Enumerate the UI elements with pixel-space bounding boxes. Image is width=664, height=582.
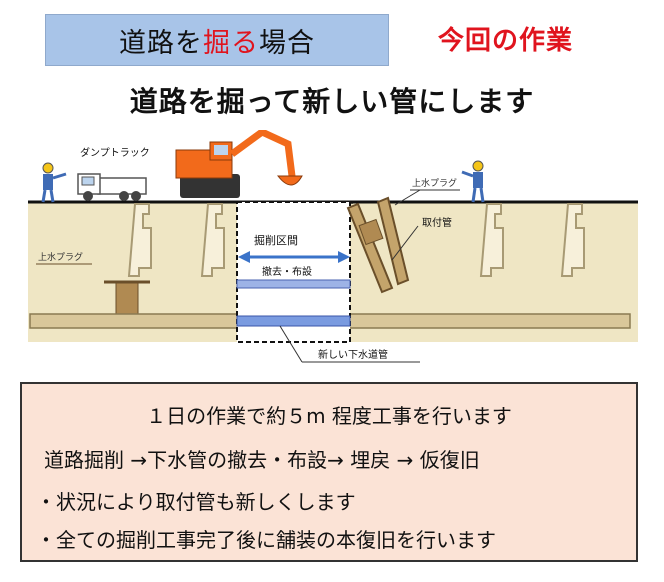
current-work-label: 今回の作業 xyxy=(438,26,574,56)
connection-pipe-label: 取付管 xyxy=(422,216,452,229)
info-line-daily: １日の作業で約５m 程度工事を行います xyxy=(146,404,512,428)
info-line-steps: 道路掘削 →下水管の撤去・布設→ 埋戻 → 仮復旧 xyxy=(44,448,480,472)
worker-right-icon xyxy=(461,160,485,203)
new-sewer-label: 新しい下水道管 xyxy=(318,348,388,361)
info-line-restoration: ・全ての掘削工事完了後に舗装の本復旧を行います xyxy=(36,528,496,552)
new-pipe-upper xyxy=(236,279,351,289)
title-pre: 道路を xyxy=(119,27,203,59)
title-highlight: 掘る xyxy=(203,27,259,59)
foundation-left xyxy=(127,203,225,277)
title-post: 場合 xyxy=(259,27,315,59)
section-title: 道路を掘る場合 xyxy=(45,14,389,66)
plug-label-right: 上水プラグ xyxy=(412,177,457,189)
remove-install-label: 撤去・布設 xyxy=(262,265,312,278)
plug-label-left: 上水プラグ xyxy=(38,251,83,263)
new-pipe-lower xyxy=(236,315,351,327)
truck-label: ダンプトラック xyxy=(80,146,150,159)
excavation-label: 掘削区間 xyxy=(254,233,298,247)
water-plug-right xyxy=(358,218,384,246)
foundation-right xyxy=(479,203,585,277)
info-line-connection: ・状況により取付管も新しくします xyxy=(36,490,356,514)
page-subtitle: 道路を掘って新しい管にします xyxy=(129,85,535,118)
worker-left-icon xyxy=(41,162,67,203)
construction-diagram: 上水プラグ 掘削区間 撤去・布設 取付管 上水プラグ 新しい下水道管 ダンプトラ… xyxy=(28,130,638,363)
dump-truck-icon xyxy=(77,173,147,201)
excavator-icon xyxy=(175,130,303,198)
work-info-box: １日の作業で約５m 程度工事を行います 道路掘削 →下水管の撤去・布設→ 埋戻 … xyxy=(20,382,638,562)
